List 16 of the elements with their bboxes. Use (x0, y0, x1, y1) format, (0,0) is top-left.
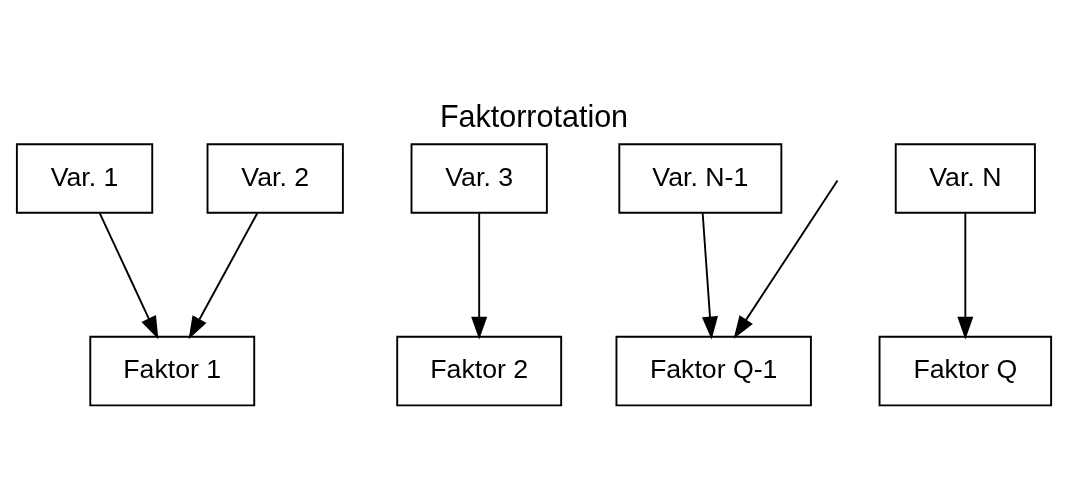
node-box: Faktor Q-1 (615, 335, 812, 407)
arrow (957, 212, 974, 340)
arrow (188, 212, 259, 340)
arrow (98, 212, 159, 340)
diagram-title: Faktorrotation (439, 98, 629, 133)
node-box: Faktor 2 (396, 335, 563, 407)
node-box: Var. 1 (15, 143, 154, 214)
arrow (733, 179, 839, 339)
arrow (471, 212, 488, 340)
node-box: Faktor Q (878, 335, 1053, 407)
node-box: Faktor 1 (89, 335, 256, 407)
node-box: Var. N-1 (618, 143, 783, 214)
node-box: Var. 3 (410, 143, 548, 214)
arrow (701, 212, 718, 340)
node-box: Var. N (894, 143, 1036, 214)
node-box: Var. 2 (206, 143, 344, 214)
